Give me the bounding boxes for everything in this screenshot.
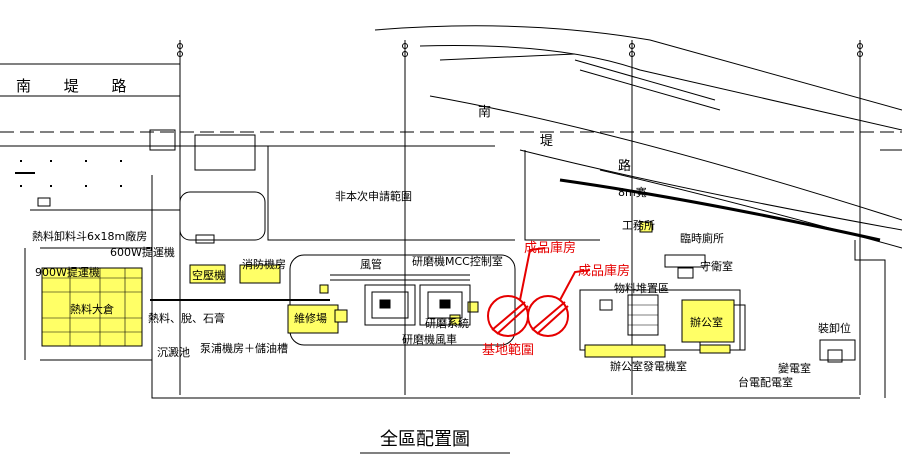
axis-markers <box>177 43 863 57</box>
label-finished-1: 成品庫房 <box>524 240 576 256</box>
label-repair: 維修場 <box>294 311 327 325</box>
mill-machinery <box>150 274 471 326</box>
label-temp-toilet: 臨時廁所 <box>680 231 724 245</box>
label-unloading: 裝卸位 <box>818 321 851 335</box>
road-label-3: 路 <box>618 158 631 174</box>
label-duct: 風管 <box>360 257 382 271</box>
label-elev-600: 600W提運機 <box>110 245 175 259</box>
road-width-label: 8m寬 <box>618 185 647 199</box>
label-base-scope: 基地範圍 <box>482 343 534 358</box>
road-label-2: 堤 <box>540 134 553 149</box>
label-pump-tank: 泵浦機房＋儲油槽 <box>200 341 288 355</box>
diagram-title: 全區配置圖 <box>380 429 470 450</box>
material-storage-hatch <box>628 304 658 326</box>
label-guard: 守衛室 <box>700 259 733 273</box>
label-not-applied: 非本次申請範圍 <box>335 189 412 203</box>
label-elev-900: 900W提運機 <box>35 265 100 279</box>
label-raw-material: 熱料大倉 <box>70 302 114 316</box>
finished-warehouse-circles <box>487 247 591 337</box>
label-substation: 變電室 <box>778 361 811 375</box>
label-feeder: 熱料、脫、石膏 <box>148 311 225 325</box>
label-office-generator: 辦公室發電機室 <box>610 359 687 373</box>
label-mill-fan: 研磨機風車 <box>402 332 457 346</box>
label-power-distrib: 台電配電室 <box>738 375 793 389</box>
road-label-left: 南 堤 路 <box>16 77 141 95</box>
label-finished-2: 成品庫房 <box>578 263 630 279</box>
road-label-1: 南 <box>478 104 491 120</box>
label-raw-unload: 熱料卸料斗6x18m廠房 <box>32 229 147 243</box>
label-mill-system: 研磨系統 <box>425 316 469 330</box>
label-material-storage: 物料堆置區 <box>614 281 669 295</box>
railway-line <box>559 178 881 242</box>
label-fire-pump: 消防機房 <box>242 257 286 271</box>
raw-material-silo <box>41 267 143 347</box>
label-worksite: 工務所 <box>622 218 655 232</box>
label-office: 辦公室 <box>690 315 723 329</box>
label-settling: 沉澱池 <box>157 346 190 359</box>
yellow-areas <box>41 221 735 358</box>
label-mill-mcc: 研磨機MCC控制室 <box>412 254 503 268</box>
silo-hatch <box>42 268 142 346</box>
label-air-compressor: 空壓機 <box>192 268 225 282</box>
left-dotted-area <box>15 160 122 187</box>
